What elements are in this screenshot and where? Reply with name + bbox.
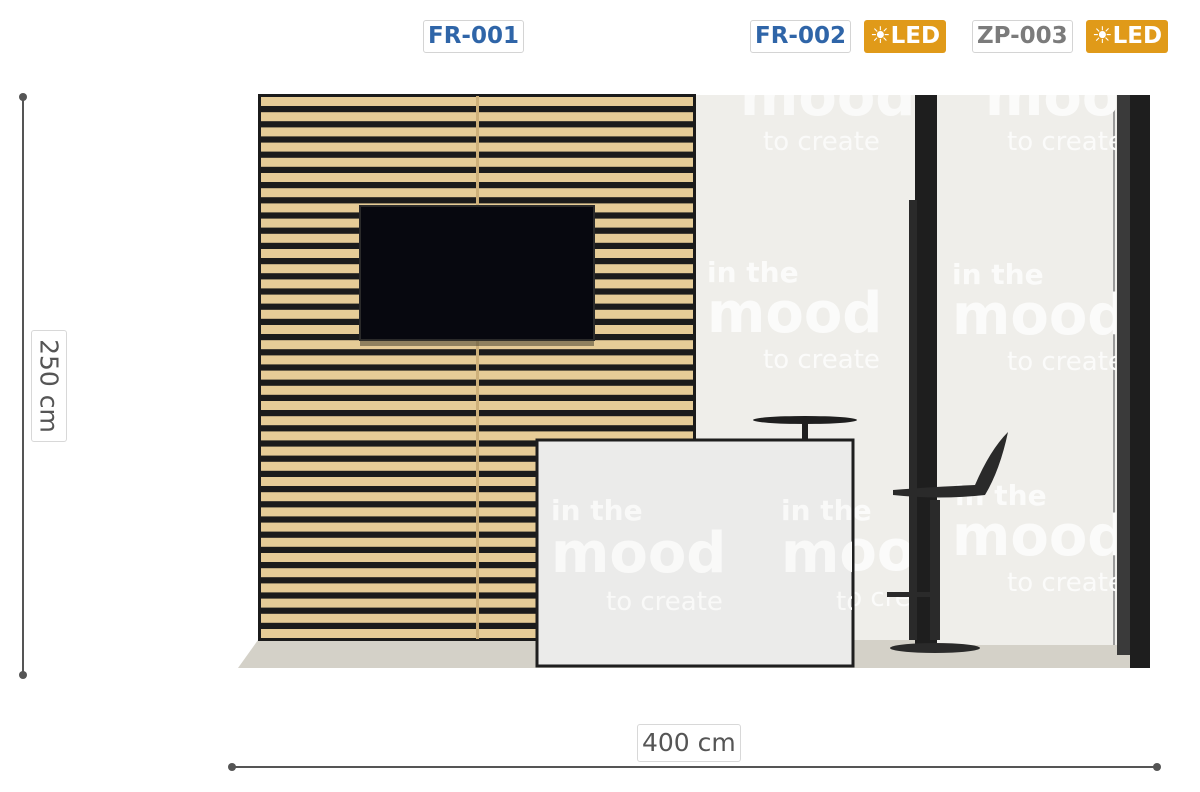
svg-text:mood: mood	[952, 504, 1127, 569]
counter	[535, 438, 855, 668]
svg-text:to create: to create	[606, 587, 723, 617]
tv-screen	[359, 205, 595, 341]
tag-fr-001: FR-001	[423, 20, 524, 53]
bar-stool	[887, 432, 1008, 653]
width-dimension-label: 400 cm	[637, 724, 741, 762]
fabric-wall-zp-003	[937, 95, 1117, 645]
svg-text:in the: in the	[781, 494, 873, 527]
svg-text:to create: to create	[1007, 347, 1124, 377]
tag-zp-003: ZP-003	[972, 20, 1073, 53]
svg-text:to create: to create	[1007, 568, 1124, 598]
graphic-line1: in the	[707, 256, 799, 289]
graphic-line3: to create	[763, 345, 880, 375]
led-badge-fr-002: ☀LED	[864, 20, 947, 53]
svg-text:in the: in the	[952, 258, 1044, 291]
svg-text:to create: to create	[1007, 127, 1124, 157]
svg-text:mood: mood	[781, 521, 956, 586]
svg-text:mood: mood	[740, 64, 915, 129]
graphic-line2: mood	[707, 281, 882, 346]
led-badge-zp-003: ☀LED	[1086, 20, 1169, 53]
svg-text:mood: mood	[952, 283, 1127, 348]
svg-text:mood: mood	[551, 521, 726, 586]
svg-text:mood: mood	[985, 64, 1160, 129]
height-dimension-label: 250 cm	[31, 330, 67, 442]
svg-text:to create: to create	[836, 587, 953, 617]
frame-post-right	[1130, 95, 1150, 668]
svg-text:to create: to create	[763, 127, 880, 157]
svg-text:in the: in the	[551, 494, 643, 527]
tag-fr-002: FR-002	[750, 20, 851, 53]
